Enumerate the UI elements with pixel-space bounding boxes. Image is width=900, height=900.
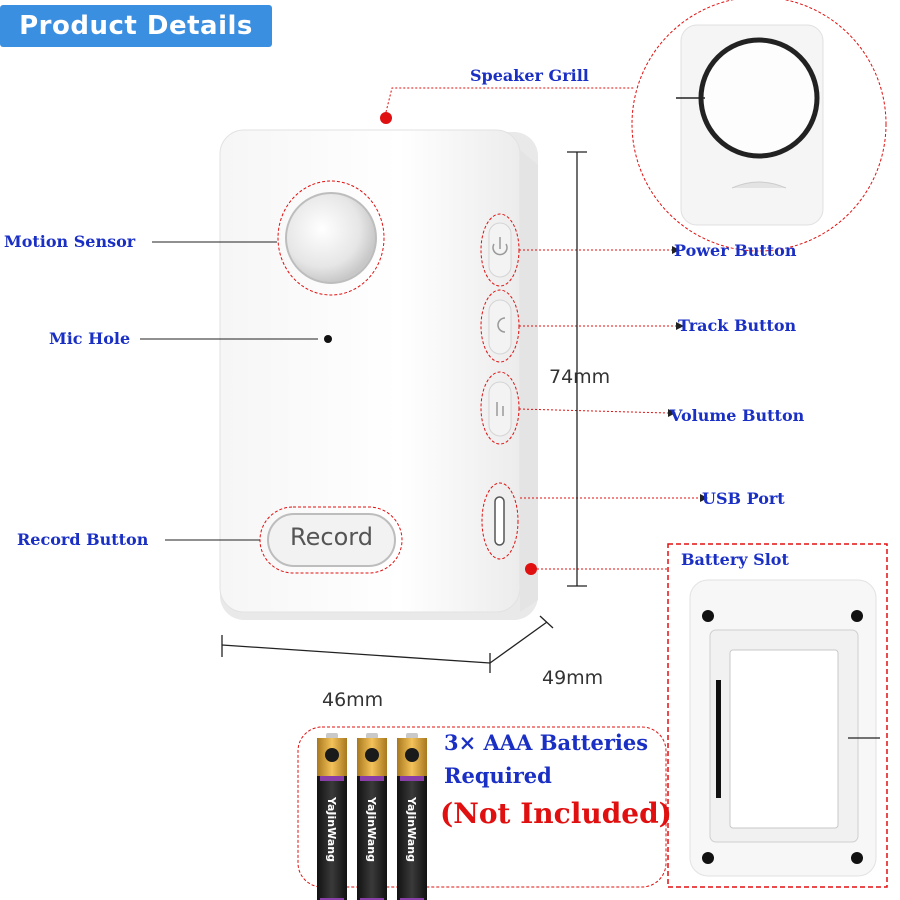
- dimension-height: 74mm: [549, 366, 611, 388]
- height-dimension-line: [567, 151, 587, 587]
- label-mic-hole: Mic Hole: [49, 329, 131, 348]
- battery-1: YaJinWang: [317, 733, 347, 900]
- label-volume-button: Volume Button: [670, 406, 805, 425]
- label-usb-port: USB Port: [702, 489, 785, 508]
- battery-slot-callout: [525, 543, 888, 888]
- label-motion-sensor: Motion Sensor: [4, 232, 136, 251]
- dimension-depth: 49mm: [542, 667, 604, 689]
- dimension-width: 46mm: [322, 689, 384, 711]
- leader-lines: [140, 241, 318, 541]
- page-title: Product Details: [0, 5, 272, 47]
- batteries-required-text: Required: [444, 763, 552, 788]
- record-button-text: Record: [290, 523, 373, 551]
- side-leader-lines: [518, 249, 700, 499]
- label-battery-slot: Battery Slot: [681, 550, 789, 569]
- label-record-button: Record Button: [17, 530, 149, 549]
- battery-2: YaJinWang: [357, 733, 387, 900]
- width-dimension-line: [221, 635, 491, 673]
- volume-button: [480, 371, 520, 445]
- batteries-not-included-text: (Not Included): [440, 797, 672, 830]
- label-power-button: Power Button: [674, 241, 797, 260]
- depth-dimension-line: [489, 615, 554, 664]
- usb-port: [481, 482, 519, 560]
- leader-arrows: [668, 246, 708, 502]
- motion-sensor: [277, 180, 385, 296]
- mic-hole: [324, 335, 332, 343]
- battery-brand-text: YaJinWang: [325, 796, 338, 862]
- speaker-grill-callout: [380, 0, 887, 252]
- battery-brand-text: YaJinWang: [365, 796, 378, 862]
- batteries-callout: [297, 726, 667, 888]
- battery-brand-text: YaJinWang: [405, 796, 418, 862]
- battery-3: YaJinWang: [397, 733, 427, 900]
- label-track-button: Track Button: [678, 316, 797, 335]
- track-button: [480, 289, 520, 363]
- batteries-count-text: 3× AAA Batteries: [444, 730, 649, 755]
- label-speaker-grill: Speaker Grill: [470, 66, 589, 85]
